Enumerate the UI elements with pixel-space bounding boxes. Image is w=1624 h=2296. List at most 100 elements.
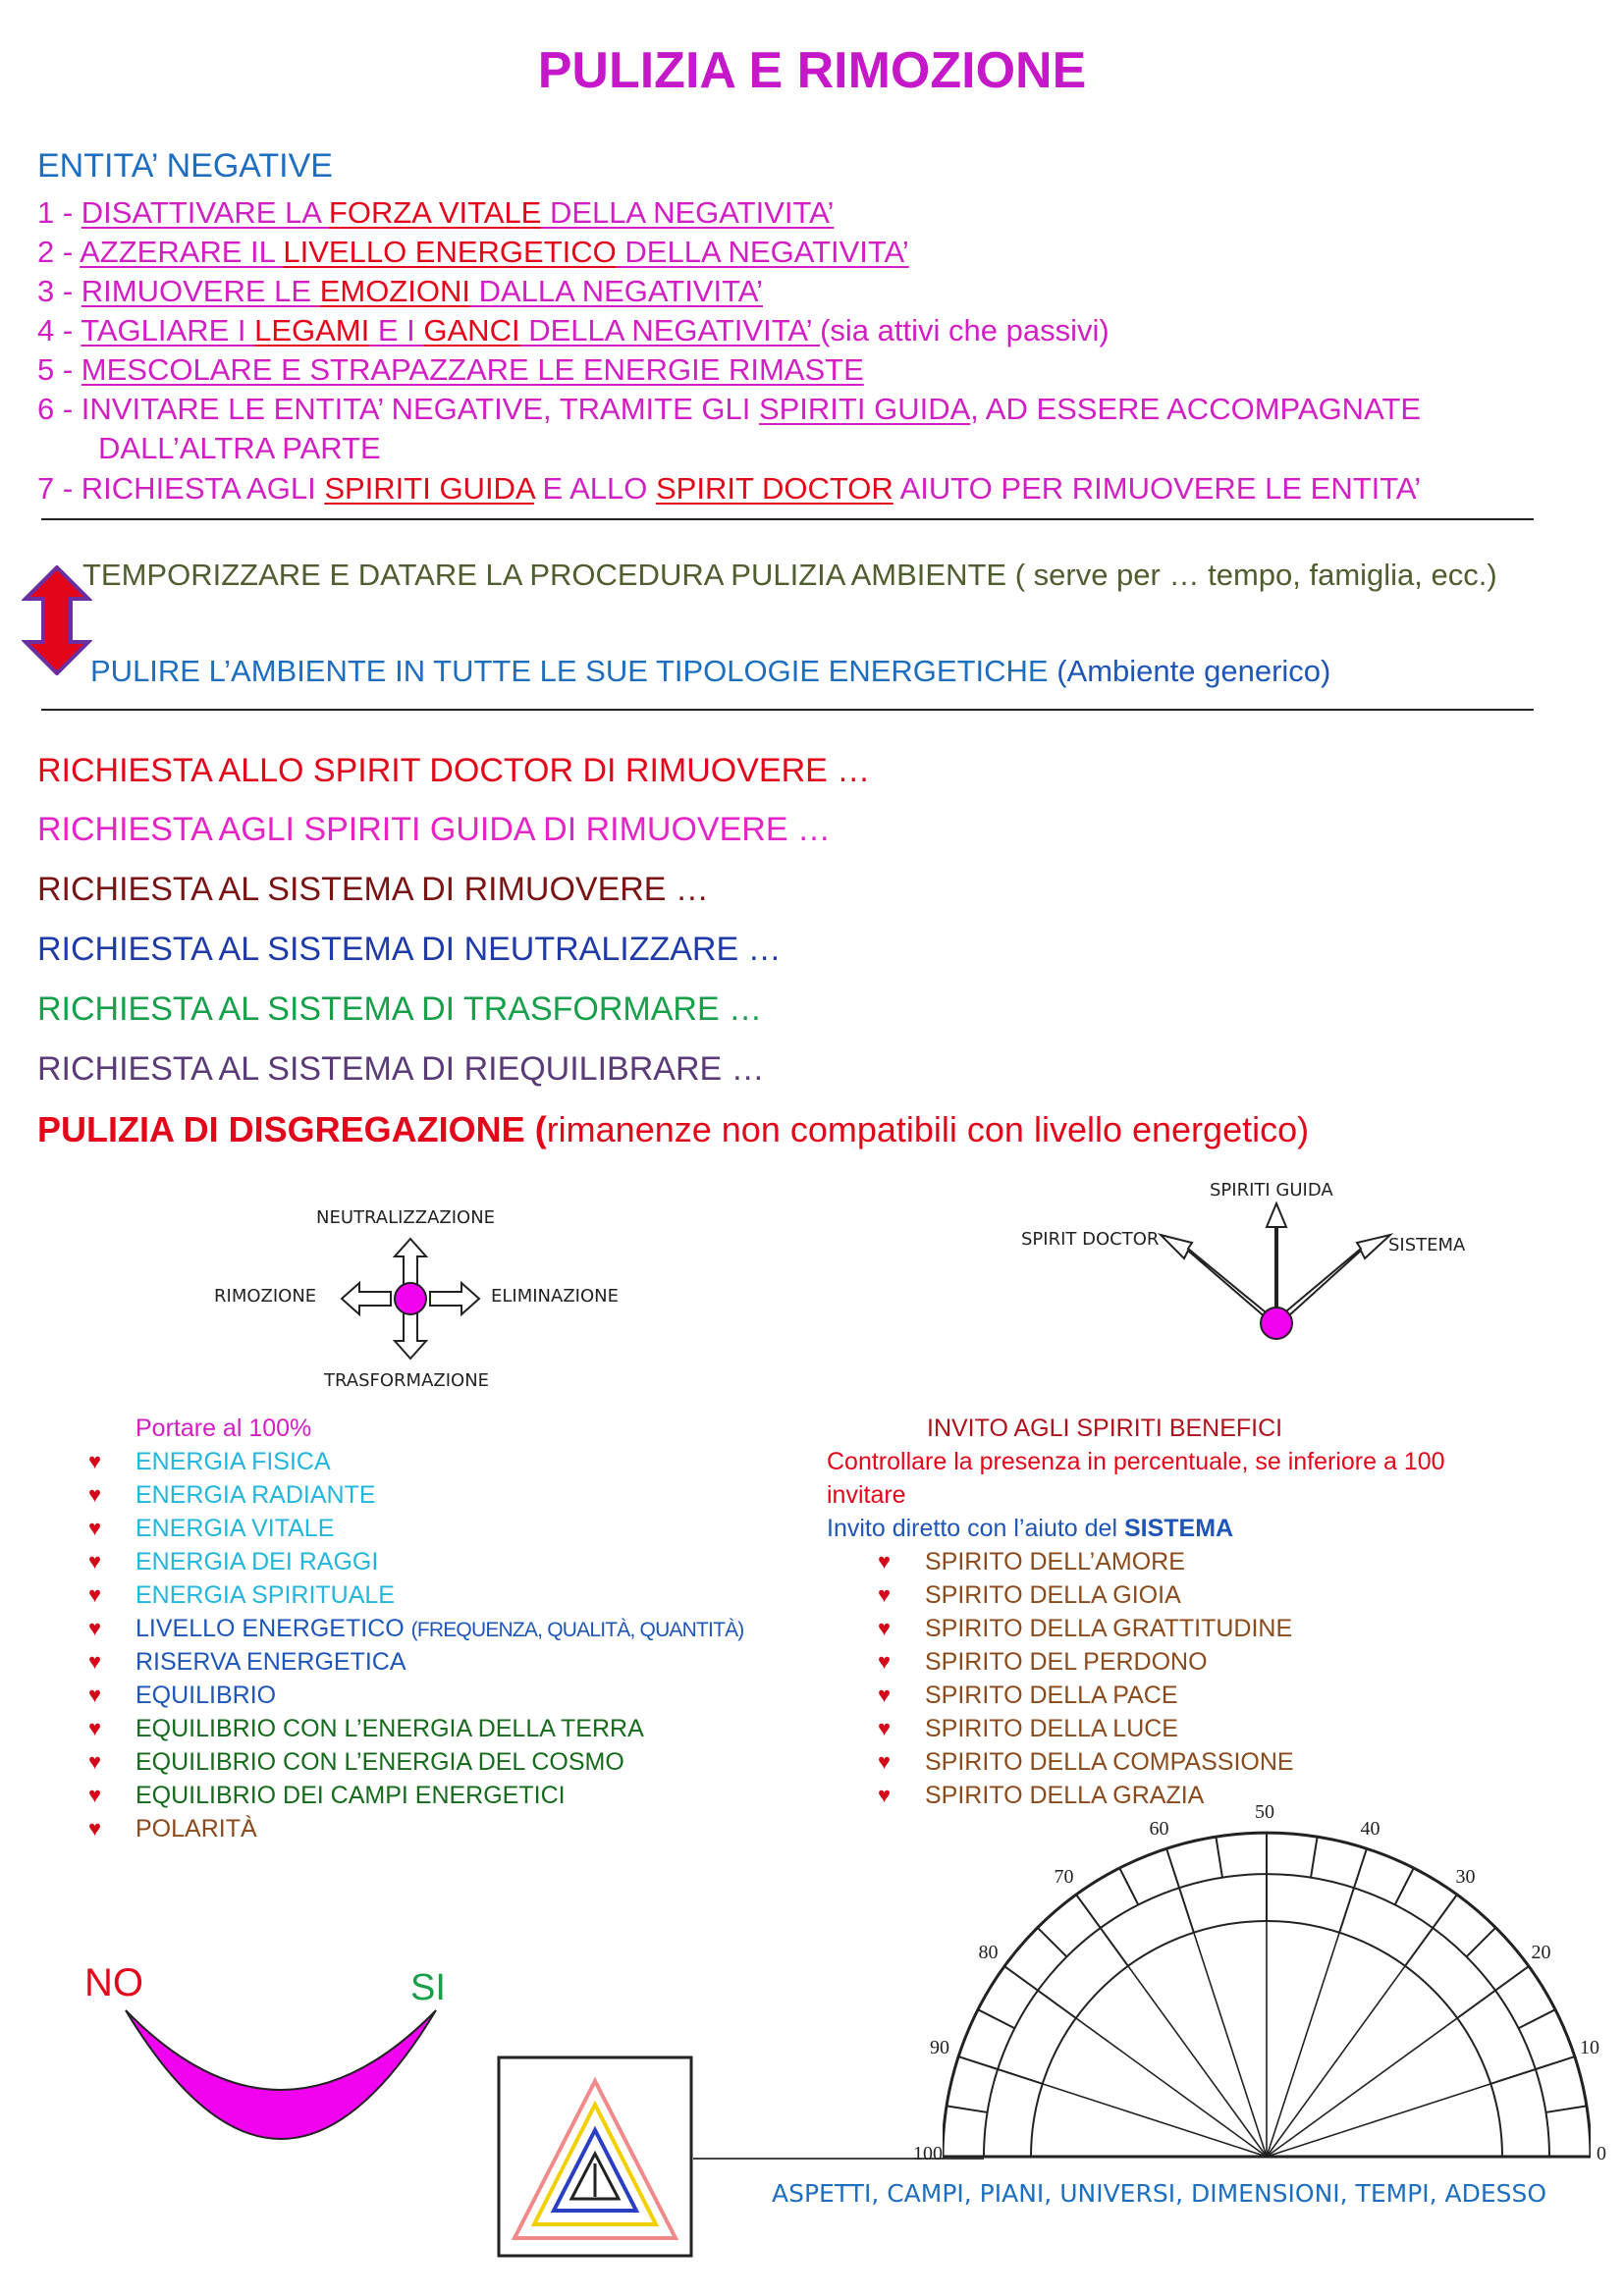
protractor-tick — [1494, 1965, 1530, 1992]
fan-arrows-icon — [1157, 1201, 1394, 1340]
fan-label-right: SISTEMA — [1388, 1235, 1466, 1255]
protractor-ray — [1266, 2083, 1491, 2158]
double-arrow-icon — [22, 565, 92, 675]
protractor-ray — [1266, 1932, 1340, 2158]
protractor-tick — [1465, 1926, 1497, 1958]
protractor-tick — [1036, 1926, 1068, 1958]
protractor-sector-divider — [1037, 1989, 1077, 2019]
aspetti-text: ASPETTI, CAMPI, PIANI, UNIVERSI, DIMENSI… — [772, 2179, 1547, 2208]
no-label: NO — [84, 1961, 143, 2004]
spirito-item: SPIRITO DELLA GRAZIA — [925, 1782, 1205, 1809]
entita-item-1: 1 - DISATTIVARE LA FORZA VITALE DELLA NE… — [37, 195, 835, 230]
richiesta-3: RICHIESTA AL SISTEMA DI RIMUOVERE … — [37, 871, 709, 908]
divider-2 — [41, 709, 1534, 711]
richiesta-4: RICHIESTA AL SISTEMA DI NEUTRALIZZARE … — [37, 931, 782, 968]
spirito-item: SPIRITO DEL PERDONO — [925, 1648, 1208, 1676]
energie-item: ENERGIA DEI RAGGI — [135, 1548, 379, 1575]
protractor-ray — [1042, 2083, 1268, 2158]
entita-item-6-line2: DALL’ALTRA PARTE — [98, 431, 381, 465]
heart-bullet-icon: ♥ — [878, 1549, 892, 1574]
protractor-ray — [1193, 1932, 1268, 2158]
entita-heading: ENTITA’ NEGATIVE — [37, 147, 333, 185]
spirito-item: SPIRITO DELLA LUCE — [925, 1715, 1178, 1742]
pulire-text: PULIRE L’AMBIENTE IN TUTTE LE SUE TIPOLO… — [90, 654, 1331, 688]
energie-heading: Portare al 100% — [135, 1415, 312, 1442]
heart-bullet-icon: ♥ — [88, 1482, 102, 1507]
protractor-tick — [1353, 1847, 1368, 1889]
protractor-tick — [957, 2056, 999, 2070]
heart-bullet-icon: ♥ — [878, 1682, 892, 1707]
cross-label-bottom: TRASFORMAZIONE — [324, 1370, 490, 1391]
richiesta-2: RICHIESTA AGLI SPIRITI GUIDA DI RIMUOVER… — [37, 811, 831, 848]
protractor-tick — [1518, 2008, 1556, 2030]
cross-arrows-icon — [340, 1237, 481, 1361]
heart-bullet-icon: ♥ — [88, 1716, 102, 1740]
heart-bullet-icon: ♥ — [878, 1582, 892, 1607]
heart-bullet-icon: ♥ — [88, 1783, 102, 1807]
invito-line-2: invitare — [827, 1481, 906, 1509]
disgregazione: PULIZIA DI DISGREGAZIONE (rimanenze non … — [37, 1109, 1310, 1149]
protractor-tick — [1432, 1894, 1458, 1929]
protractor-sector-divider — [997, 2068, 1044, 2085]
triangle-symbol-icon — [497, 2056, 693, 2258]
protractor-sector-divider — [1178, 1887, 1195, 1934]
heart-bullet-icon: ♥ — [878, 1649, 892, 1674]
heart-bullet-icon: ♥ — [88, 1449, 102, 1473]
spirito-item: SPIRITO DELLA GRATTITUDINE — [925, 1615, 1293, 1642]
spirito-item: SPIRITO DELL’AMORE — [925, 1548, 1185, 1575]
energie-item: ENERGIA RADIANTE — [135, 1481, 376, 1509]
invito-heading: INVITO AGLI SPIRITI BENEFICI — [927, 1415, 1283, 1442]
heart-bullet-icon: ♥ — [88, 1649, 102, 1674]
entita-item-7: 7 - RICHIESTA AGLI SPIRITI GUIDA E ALLO … — [37, 471, 1422, 506]
protractor-ray — [1266, 1965, 1406, 2158]
entita-item-6: 6 - INVITARE LE ENTITA’ NEGATIVE, TRAMIT… — [37, 392, 1422, 426]
spirito-item: SPIRITO DELLA GIOIA — [925, 1581, 1181, 1609]
entita-item-2: 2 - AZZERARE IL LIVELLO ENERGETICO DELLA… — [37, 235, 909, 269]
page-title: PULIZIA E RIMOZIONE — [537, 42, 1087, 99]
protractor-tick — [1075, 1894, 1102, 1929]
protractor-tick — [1310, 1836, 1319, 1878]
protractor-tick — [1118, 1867, 1140, 1905]
energie-item: EQUILIBRIO — [135, 1682, 277, 1709]
protractor-label: 10 — [1579, 2037, 1599, 2059]
spirito-item: SPIRITO DELLA PACE — [925, 1682, 1178, 1709]
crescent-pendulum-icon — [125, 2009, 437, 2140]
protractor-tick — [946, 2105, 988, 2113]
protractor-ray — [1127, 1965, 1268, 2158]
energie-item: POLARITÀ — [135, 1815, 257, 1842]
protractor-tick — [1393, 1867, 1415, 1905]
energie-item: LIVELLO ENERGETICO (FREQUENZA, QUALITÀ, … — [135, 1615, 744, 1642]
protractor-tick — [1545, 2105, 1588, 2113]
protractor-sector-divider — [1489, 2068, 1537, 2085]
entita-item-4: 4 - TAGLIARE I LEGAMI E I GANCI DELLA NE… — [37, 313, 1110, 347]
protractor-tick — [1165, 1847, 1180, 1889]
protractor-ray — [1266, 2017, 1458, 2158]
divider-1 — [41, 518, 1534, 520]
richiesta-6: RICHIESTA AL SISTEMA DI RIEQUILIBRARE … — [37, 1050, 765, 1088]
protractor-label: 90 — [930, 2037, 950, 2059]
heart-bullet-icon: ♥ — [88, 1582, 102, 1607]
protractor-label: 100 — [913, 2143, 943, 2164]
protractor-tick — [1535, 2056, 1576, 2070]
energie-item: EQUILIBRIO CON L’ENERGIA DEL COSMO — [135, 1748, 624, 1776]
heart-bullet-icon: ♥ — [88, 1682, 102, 1707]
protractor-baseline — [693, 2158, 984, 2160]
energie-item: EQUILIBRIO DEI CAMPI ENERGETICI — [135, 1782, 566, 1809]
richiesta-1: RICHIESTA ALLO SPIRIT DOCTOR DI RIMUOVER… — [37, 752, 871, 789]
cross-label-top: NEUTRALIZZAZIONE — [316, 1207, 496, 1228]
protractor-tick — [1215, 1836, 1223, 1878]
heart-bullet-icon: ♥ — [88, 1749, 102, 1774]
protractor-label: 40 — [1360, 1818, 1380, 1841]
cross-label-left: RIMOZIONE — [214, 1286, 317, 1307]
fan-label-left: SPIRIT DOCTOR — [1021, 1229, 1160, 1250]
energie-item: EQUILIBRIO CON L’ENERGIA DELLA TERRA — [135, 1715, 644, 1742]
protractor-label: 0 — [1597, 2143, 1606, 2164]
protractor-sector-divider — [1338, 1887, 1355, 1934]
temporizzare-text: TEMPORIZZARE E DATARE LA PROCEDURA PULIZ… — [82, 558, 1497, 592]
protractor-tick — [1003, 1965, 1039, 1992]
entita-item-3: 3 - RIMUOVERE LE EMOZIONI DALLA NEGATIVI… — [37, 274, 763, 308]
energie-item: ENERGIA SPIRITUALE — [135, 1581, 395, 1609]
invito-direct: Invito diretto con l’aiuto del SISTEMA — [827, 1515, 1234, 1542]
protractor-label: 80 — [978, 1942, 999, 1964]
heart-bullet-icon: ♥ — [88, 1549, 102, 1574]
